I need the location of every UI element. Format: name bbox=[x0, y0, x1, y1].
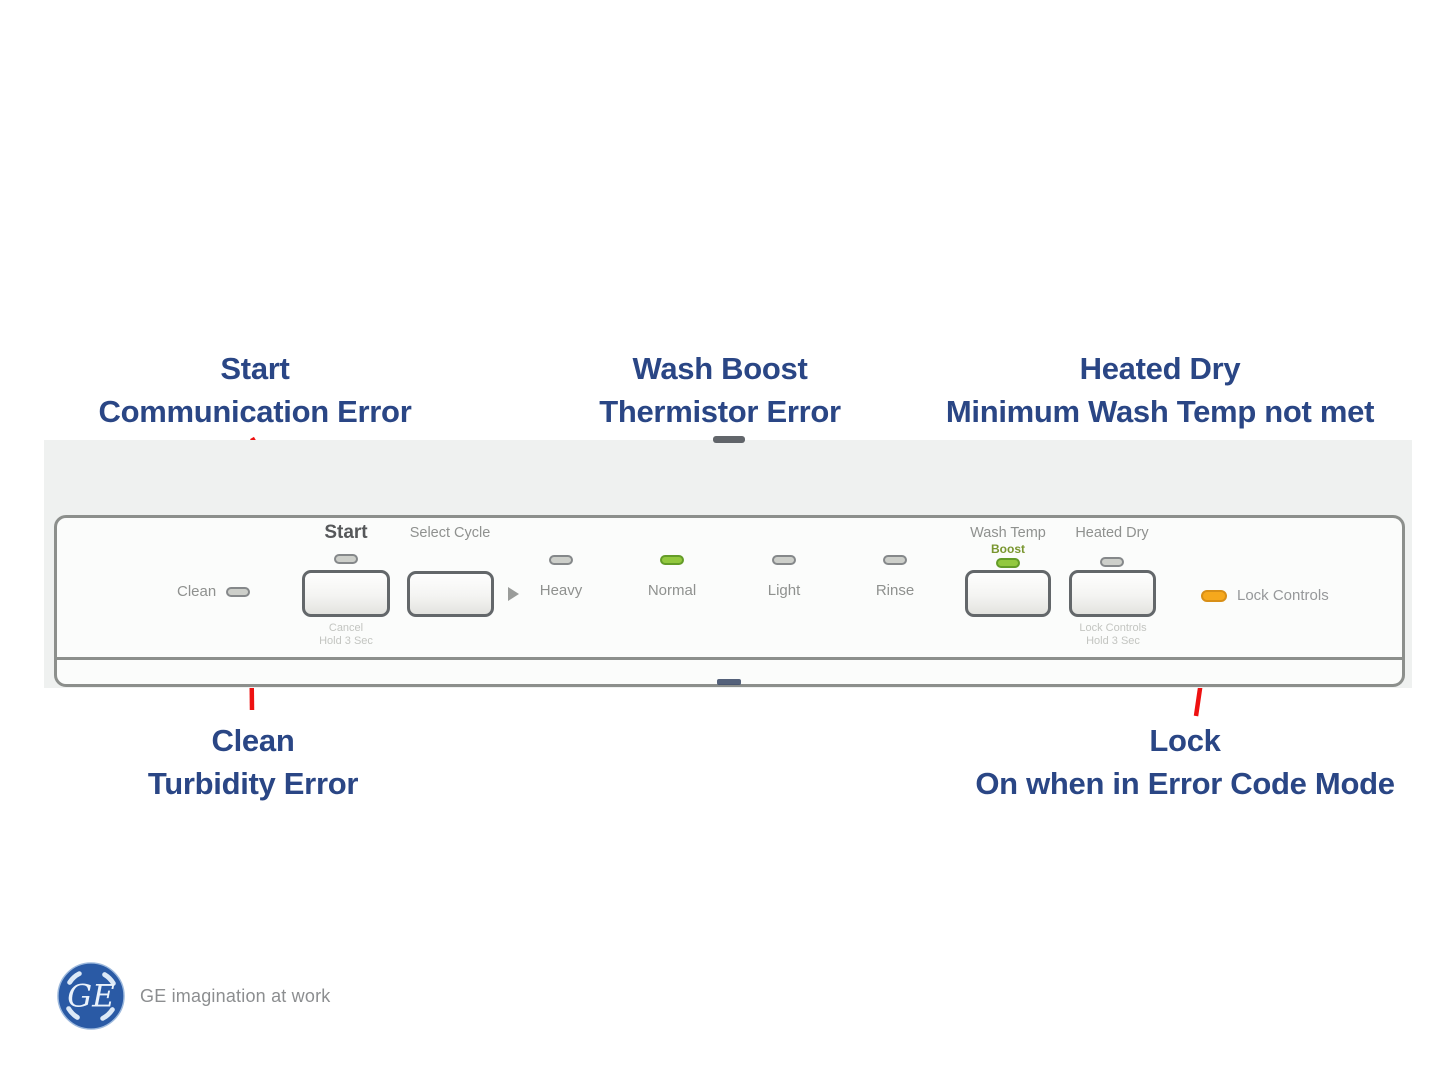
panel-bottom-mark bbox=[717, 679, 741, 685]
control-panel-photo: Clean Start Cancel Hold 3 Sec Select Cyc… bbox=[44, 440, 1412, 688]
wash-temp-boost-led bbox=[996, 558, 1020, 568]
annotation-line: Clean bbox=[211, 723, 295, 758]
clean-label: Clean bbox=[177, 583, 217, 600]
wash-temp-group: Wash Temp Boost bbox=[950, 524, 1066, 568]
heavy-led bbox=[549, 555, 573, 565]
panel-top-mark bbox=[713, 436, 745, 443]
normal-label: Normal bbox=[647, 582, 697, 599]
boost-label: Boost bbox=[991, 542, 1025, 556]
select-cycle-label: Select Cycle bbox=[409, 525, 491, 541]
cycle-pointer-triangle-icon bbox=[508, 587, 519, 601]
heated-dry-button-hint: Lock Controls Hold 3 Sec bbox=[1053, 622, 1173, 648]
wash-temp-label: Wash Temp bbox=[970, 525, 1046, 541]
heated-dry-group: Heated Dry bbox=[1054, 524, 1170, 567]
annotation-start-communication-error: Start Communication Error bbox=[60, 347, 450, 433]
annotation-line: Communication Error bbox=[98, 394, 412, 429]
annotation-line: On when in Error Code Mode bbox=[975, 766, 1395, 801]
cycle-item-light: Light bbox=[739, 555, 829, 599]
clean-indicator-group: Clean bbox=[177, 583, 251, 600]
annotation-clean-turbidity-error: Clean Turbidity Error bbox=[103, 719, 403, 805]
start-button[interactable] bbox=[302, 570, 390, 617]
annotation-wash-boost-thermistor-error: Wash Boost Thermistor Error bbox=[570, 347, 870, 433]
hint-line: Hold 3 Sec bbox=[1086, 635, 1140, 647]
heated-dry-label: Heated Dry bbox=[1075, 525, 1149, 541]
annotation-line: Turbidity Error bbox=[147, 766, 359, 801]
select-cycle-button[interactable] bbox=[407, 571, 494, 617]
cycle-item-rinse: Rinse bbox=[850, 555, 940, 599]
light-led bbox=[772, 555, 796, 565]
heated-dry-button[interactable] bbox=[1069, 570, 1156, 617]
ge-logo-icon: GE bbox=[57, 962, 125, 1030]
start-button-hint: Cancel Hold 3 Sec bbox=[286, 622, 406, 648]
hint-line: Cancel bbox=[328, 622, 364, 634]
annotation-line: Minimum Wash Temp not met bbox=[945, 394, 1375, 429]
panel-divider-line bbox=[57, 657, 1402, 660]
heated-dry-led bbox=[1100, 557, 1124, 567]
cycle-item-normal: Normal bbox=[627, 555, 717, 599]
heavy-label: Heavy bbox=[539, 582, 583, 599]
lock-controls-label: Lock Controls bbox=[1237, 587, 1329, 604]
start-label: Start bbox=[324, 522, 368, 543]
start-led bbox=[334, 554, 358, 564]
annotation-line: Heated Dry bbox=[1079, 351, 1241, 386]
normal-led bbox=[660, 555, 684, 565]
hint-line: Hold 3 Sec bbox=[319, 635, 373, 647]
cycle-item-heavy: Heavy bbox=[516, 555, 606, 599]
footer: GE GE imagination at work bbox=[56, 961, 330, 1031]
annotation-heated-dry-min-wash-temp: Heated Dry Minimum Wash Temp not met bbox=[918, 347, 1402, 433]
lock-controls-led bbox=[1201, 589, 1227, 602]
clean-led bbox=[226, 586, 251, 597]
wash-temp-button[interactable] bbox=[965, 570, 1051, 617]
hint-line: Lock Controls bbox=[1079, 622, 1147, 634]
ge-tagline: GE imagination at work bbox=[140, 985, 331, 1006]
ge-monogram: GE bbox=[67, 979, 115, 1015]
lock-controls-group: Lock Controls bbox=[1201, 587, 1329, 604]
annotation-lock-error-code-mode: Lock On when in Error Code Mode bbox=[963, 719, 1407, 805]
annotation-line: Thermistor Error bbox=[599, 394, 841, 429]
rinse-label: Rinse bbox=[875, 582, 915, 599]
rinse-led bbox=[883, 555, 907, 565]
annotation-line: Start bbox=[220, 351, 290, 386]
light-label: Light bbox=[767, 582, 801, 599]
annotation-line: Wash Boost bbox=[632, 351, 808, 386]
annotation-line: Lock bbox=[1149, 723, 1221, 758]
control-panel-strip: Clean Start Cancel Hold 3 Sec Select Cyc… bbox=[54, 515, 1405, 687]
